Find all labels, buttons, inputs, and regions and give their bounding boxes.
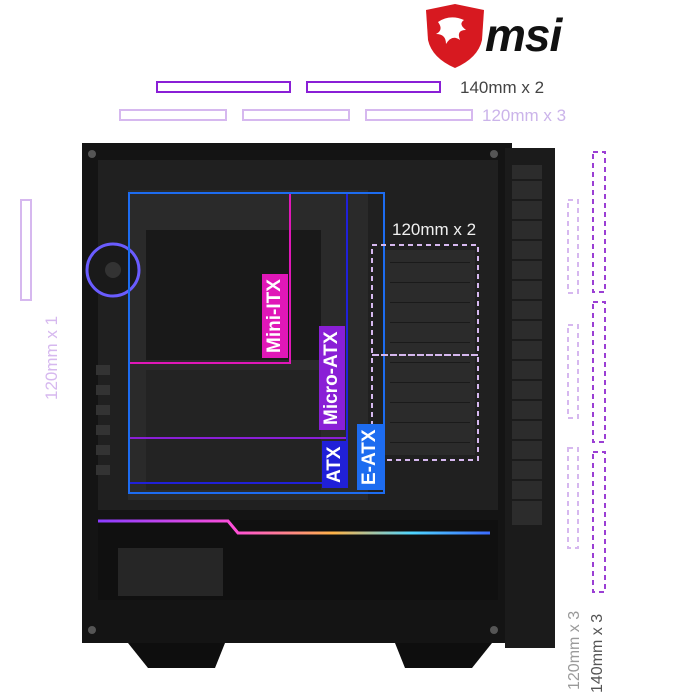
top-120-fan-slot-2 bbox=[242, 109, 350, 121]
top-140-fan-slot-2 bbox=[306, 81, 441, 93]
mini-itx-badge: Mini-ITX bbox=[262, 274, 288, 358]
inner-120-fan-slot-2 bbox=[371, 354, 479, 461]
rear-120-fan-slot bbox=[20, 199, 32, 301]
case-foot-right bbox=[395, 643, 492, 668]
lower-tray bbox=[146, 370, 321, 490]
front-140-fan-slot-3 bbox=[592, 451, 606, 593]
psu-window bbox=[118, 548, 223, 596]
top-120-fan-slot-3 bbox=[365, 109, 473, 121]
rear-120-label: 120mm x 1 bbox=[42, 315, 61, 400]
top-140-fan-slot-1 bbox=[156, 81, 291, 93]
front-140-fan-slot-2 bbox=[592, 301, 606, 443]
front-140-label: 140mm x 3 bbox=[589, 613, 606, 693]
top-120-fan-slot-1 bbox=[119, 109, 227, 121]
top-140-label: 140mm x 2 bbox=[460, 78, 545, 97]
micro-atx-badge: Micro-ATX bbox=[319, 326, 345, 430]
rgb-light-strip bbox=[98, 519, 490, 535]
msi-dragon-shield-logo bbox=[426, 4, 484, 68]
front-fan-mesh bbox=[385, 250, 475, 455]
case-foot-left bbox=[128, 643, 225, 668]
atx-badge: ATX bbox=[322, 441, 348, 488]
front-120-label: 120mm x 3 bbox=[566, 610, 583, 690]
e-atx-outline bbox=[128, 192, 385, 494]
top-120-label: 120mm x 3 bbox=[482, 106, 567, 125]
cpu-cutout bbox=[146, 230, 321, 360]
front-120-fan-slot-1 bbox=[567, 199, 579, 294]
front-140-fan-slot-1 bbox=[592, 151, 606, 293]
front-120-fan-slot-2 bbox=[567, 324, 579, 419]
brand-wordmark: msi bbox=[485, 9, 562, 61]
front-120-fan-slot-3 bbox=[567, 447, 579, 549]
inner-120-label: 120mm x 2 bbox=[392, 220, 477, 239]
e-atx-badge: E-ATX bbox=[357, 424, 383, 490]
front-mesh bbox=[512, 165, 542, 525]
